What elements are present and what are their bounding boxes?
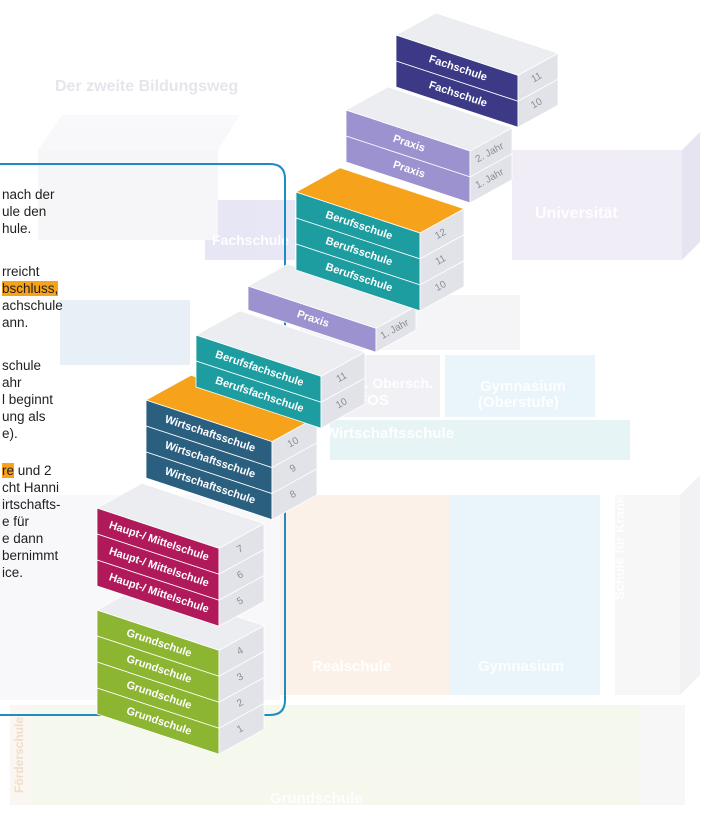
bg-label-realschule: Realschule (312, 658, 392, 675)
bg-realschule-block (280, 495, 450, 695)
text-line: ice. (2, 565, 24, 580)
berufsfachschule-row-side (320, 377, 366, 429)
bg-title: Der zweite Bildungsweg (55, 78, 239, 95)
text-line: bschluss, (2, 281, 59, 296)
text-line: irtschafts- (2, 497, 61, 512)
bg-left-top-side (38, 115, 240, 150)
grundschule-row-number: 2 (235, 697, 246, 710)
text-line: e). (2, 426, 18, 441)
bg-universitaet-side (682, 132, 700, 260)
bg-wirtschafts-block (330, 420, 630, 460)
praxis2-row-side (469, 153, 513, 204)
bg-label-gym-ober-1: Gymnasium (480, 378, 566, 395)
fachschule-row-side (517, 78, 559, 128)
wirtschaftsschule-row-number: 8 (288, 488, 299, 501)
text-line: achschule (2, 298, 63, 313)
bg-label-gym-ober-2: (Oberstufe) (478, 394, 559, 411)
bg-gymnasium-oberstufe (445, 355, 595, 417)
grundschule-row-side (218, 702, 265, 755)
grundschule-row-number: 4 (235, 645, 246, 658)
bg-gymnasium-block (450, 495, 600, 695)
bg-kranke-upper (615, 495, 680, 695)
text-line: re und 2 (2, 463, 52, 478)
text-line: ahr (2, 375, 22, 390)
text-line: cht Hanni (2, 480, 60, 495)
bg-kranke-upper-side (680, 475, 700, 695)
grundschule-row-number: 3 (235, 671, 246, 684)
text-line: ule den (2, 204, 47, 219)
wirtschaftsschule-row-side (271, 468, 318, 521)
grundschule-row-number: 1 (235, 723, 246, 736)
text-line: l beginnt (2, 392, 54, 407)
bg-kranke-lower (640, 705, 685, 805)
bg-label-grundschule: Grundschule (270, 790, 363, 807)
bg-label-universitaet: Universität (535, 205, 618, 222)
text-line: bernimmt (2, 548, 59, 563)
hauptschule-row-number: 7 (235, 543, 246, 556)
bg-foerderschule-block (10, 705, 32, 805)
fachschule-row-number: 10 (529, 96, 544, 111)
praxis2-top-face (345, 86, 513, 152)
fachschule-top-face (395, 12, 559, 76)
berufsschule-top-face (295, 167, 465, 234)
hauptschule-row-side (218, 574, 265, 627)
text-line: nach der (2, 187, 55, 202)
bg-label-wirtschaftsschule: Wirtschaftsschule (325, 425, 455, 442)
berufsfachschule-row-number: 10 (334, 396, 349, 411)
berufsschule-row-number: 10 (433, 279, 448, 294)
hauptschule-top-face (96, 482, 265, 549)
text-line: ann. (2, 315, 29, 330)
text-line: e für (2, 514, 30, 529)
wirtschaftsschule-row-number: 10 (286, 435, 301, 450)
text-line: ung als (2, 409, 46, 424)
bg-label-fos-2: FOS (358, 392, 389, 409)
text-line: rreicht (2, 264, 40, 279)
berufsschule-row-side (419, 260, 465, 312)
text-line: e dann (2, 531, 44, 546)
text-line: schule (2, 358, 42, 373)
bg-label-gymnasium: Gymnasium (478, 658, 564, 675)
wirtschaftsschule-row-number: 9 (288, 462, 299, 475)
berufsfachschule-top-face (195, 310, 366, 377)
bg-universitaet-block (512, 150, 682, 260)
hauptschule-row-number: 5 (235, 595, 246, 608)
hauptschule-row-number: 6 (235, 569, 246, 582)
berufsschule-row-number: 12 (433, 227, 448, 242)
text-line: hule. (2, 221, 32, 236)
